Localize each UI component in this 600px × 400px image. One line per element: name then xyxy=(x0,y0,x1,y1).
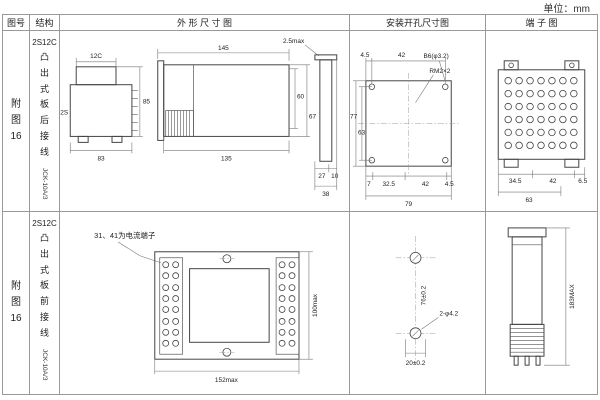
dim-hole-pitch-v: 76±0.2 xyxy=(420,285,427,305)
rear-view-drawing: 12C 2S 85 xyxy=(60,53,150,162)
hole-dimensions: 76±0.2 2-φ4.2 20±0.2 xyxy=(405,254,459,367)
row2-terminal-cell: 183MAX xyxy=(486,212,597,394)
figure-number: 附图16 xyxy=(10,281,22,324)
side-profile-dimensions: 183MAX xyxy=(543,227,576,366)
dim-bottom-2: 32.5 xyxy=(382,181,395,188)
dim-profile-total: 38 xyxy=(322,191,330,198)
side-view-drawing: 145 60 xyxy=(157,45,317,162)
dim-bottom-total: 79 xyxy=(405,201,413,208)
outline-drawing-svg: 12C 2S 85 xyxy=(60,38,339,198)
dim-top-pitch: 42 xyxy=(398,52,406,59)
dim-panel-width: 152max xyxy=(215,377,239,384)
dim-front-right: 85 xyxy=(143,99,151,106)
note-text: 31、41为电流端子 xyxy=(94,230,156,240)
front-panel-drawing xyxy=(154,251,300,360)
dim-terminal-4: 6.5 xyxy=(578,178,587,185)
dim-side-right-inner: 60 xyxy=(297,94,305,101)
drawing-table: 图号 结构 外 形 尺 寸 图 安装开孔尺寸图 端 子 图 附图16 2S12C… xyxy=(2,14,598,395)
terminal-dimensions: 34.5 42 6.5 63 xyxy=(497,159,588,204)
dim-panel-height: 100max xyxy=(312,293,319,317)
header-outline: 外 形 尺 寸 图 xyxy=(60,15,350,31)
row2-mounting-cell: 76±0.2 2-φ4.2 20±0.2 xyxy=(350,212,486,394)
header-terminal: 端 子 图 xyxy=(486,15,597,31)
dim-terminal-2: 42 xyxy=(549,178,557,185)
model-label: 2S12C xyxy=(32,219,57,228)
dim-left-total: 77 xyxy=(350,114,358,121)
relay-side-drawing xyxy=(507,227,547,366)
dim-bottom-4: 4.5 xyxy=(445,181,454,188)
terminal-block-drawing xyxy=(497,60,586,168)
structure-desc: 凸出式板前接线 xyxy=(39,233,49,338)
dim-front-top: 12C xyxy=(90,53,102,60)
dim-front-left: 2S xyxy=(60,110,69,117)
front-panel-dimensions: 100max 152max xyxy=(154,251,319,384)
current-terminal-note: 31、41为电流端子 xyxy=(94,230,161,264)
dim-side-top: 145 xyxy=(218,45,229,52)
header-mounting: 安装开孔尺寸图 xyxy=(350,15,486,31)
row2-outline-cell: 31、41为电流端子 xyxy=(60,212,350,394)
row1-figure-cell: 附图16 xyxy=(3,31,30,212)
type-code: JCK-10A/3 xyxy=(41,349,48,381)
dim-terminal-1: 34.5 xyxy=(509,178,522,185)
mounting-drawing-svg: 4.5 42 B6(φ3.2) RM2×2 77 63 xyxy=(350,52,460,208)
front-panel-drawing-svg: 31、41为电流端子 xyxy=(94,230,319,384)
dim-front-bottom: 83 xyxy=(97,155,105,162)
dim-top-offset: 4.5 xyxy=(360,52,369,59)
model-label: 2S12C xyxy=(32,38,57,47)
row2-figure-cell: 附图16 xyxy=(3,212,30,394)
dim-terminal-3: 63 xyxy=(525,197,533,204)
type-code: JCK-10A/3 xyxy=(41,168,48,200)
dim-profile-depth1: 27 xyxy=(318,173,326,180)
hole-spec-note: B6(φ3.2) xyxy=(423,53,448,60)
hole-pattern-drawing xyxy=(395,235,436,366)
mounting-holes-drawing-svg: 76±0.2 2-φ4.2 20±0.2 xyxy=(395,235,459,367)
dim-hole-spec: 2-φ4.2 xyxy=(439,310,458,317)
dim-profile-top: 2.5max xyxy=(283,38,305,45)
dim-bottom-1: 7 xyxy=(367,181,371,188)
terminal-drawing-svg: 34.5 42 6.5 63 xyxy=(497,60,588,204)
dim-bottom-3: 42 xyxy=(422,181,430,188)
row1-outline-cell: 12C 2S 85 xyxy=(60,31,350,212)
dim-hole-pitch-h: 20±0.2 xyxy=(406,360,426,367)
dim-left-inner: 63 xyxy=(358,129,366,136)
profile-view-drawing: 2.5max 27 10 38 xyxy=(283,38,339,198)
row1-mounting-cell: 4.5 42 B6(φ3.2) RM2×2 77 63 xyxy=(350,31,486,212)
dim-profile-depth2: 10 xyxy=(331,173,339,180)
dim-side-bottom: 135 xyxy=(221,155,232,162)
cutout-drawing xyxy=(357,72,460,177)
header-structure: 结构 xyxy=(30,15,60,31)
thread-spec-note: RM2×2 xyxy=(429,68,450,75)
side-profile-drawing-svg: 183MAX xyxy=(507,227,576,366)
unit-label: 单位：mm xyxy=(543,4,590,15)
header-figure: 图号 xyxy=(3,15,30,31)
dim-overall-height: 183MAX xyxy=(569,283,576,308)
structure-desc: 凸出式板后接线 xyxy=(39,52,49,157)
mounting-dimensions: 4.5 42 B6(φ3.2) RM2×2 77 63 xyxy=(350,52,454,208)
figure-number: 附图16 xyxy=(10,99,22,142)
row2-structure-cell: 2S12C 凸出式板前接线 JCK-10A/3 xyxy=(30,212,60,394)
row1-structure-cell: 2S12C 凸出式板后接线 JCK-10A/3 xyxy=(30,31,60,212)
dim-side-right-outer: 67 xyxy=(309,114,317,121)
row1-terminal-cell: 34.5 42 6.5 63 xyxy=(486,31,597,212)
